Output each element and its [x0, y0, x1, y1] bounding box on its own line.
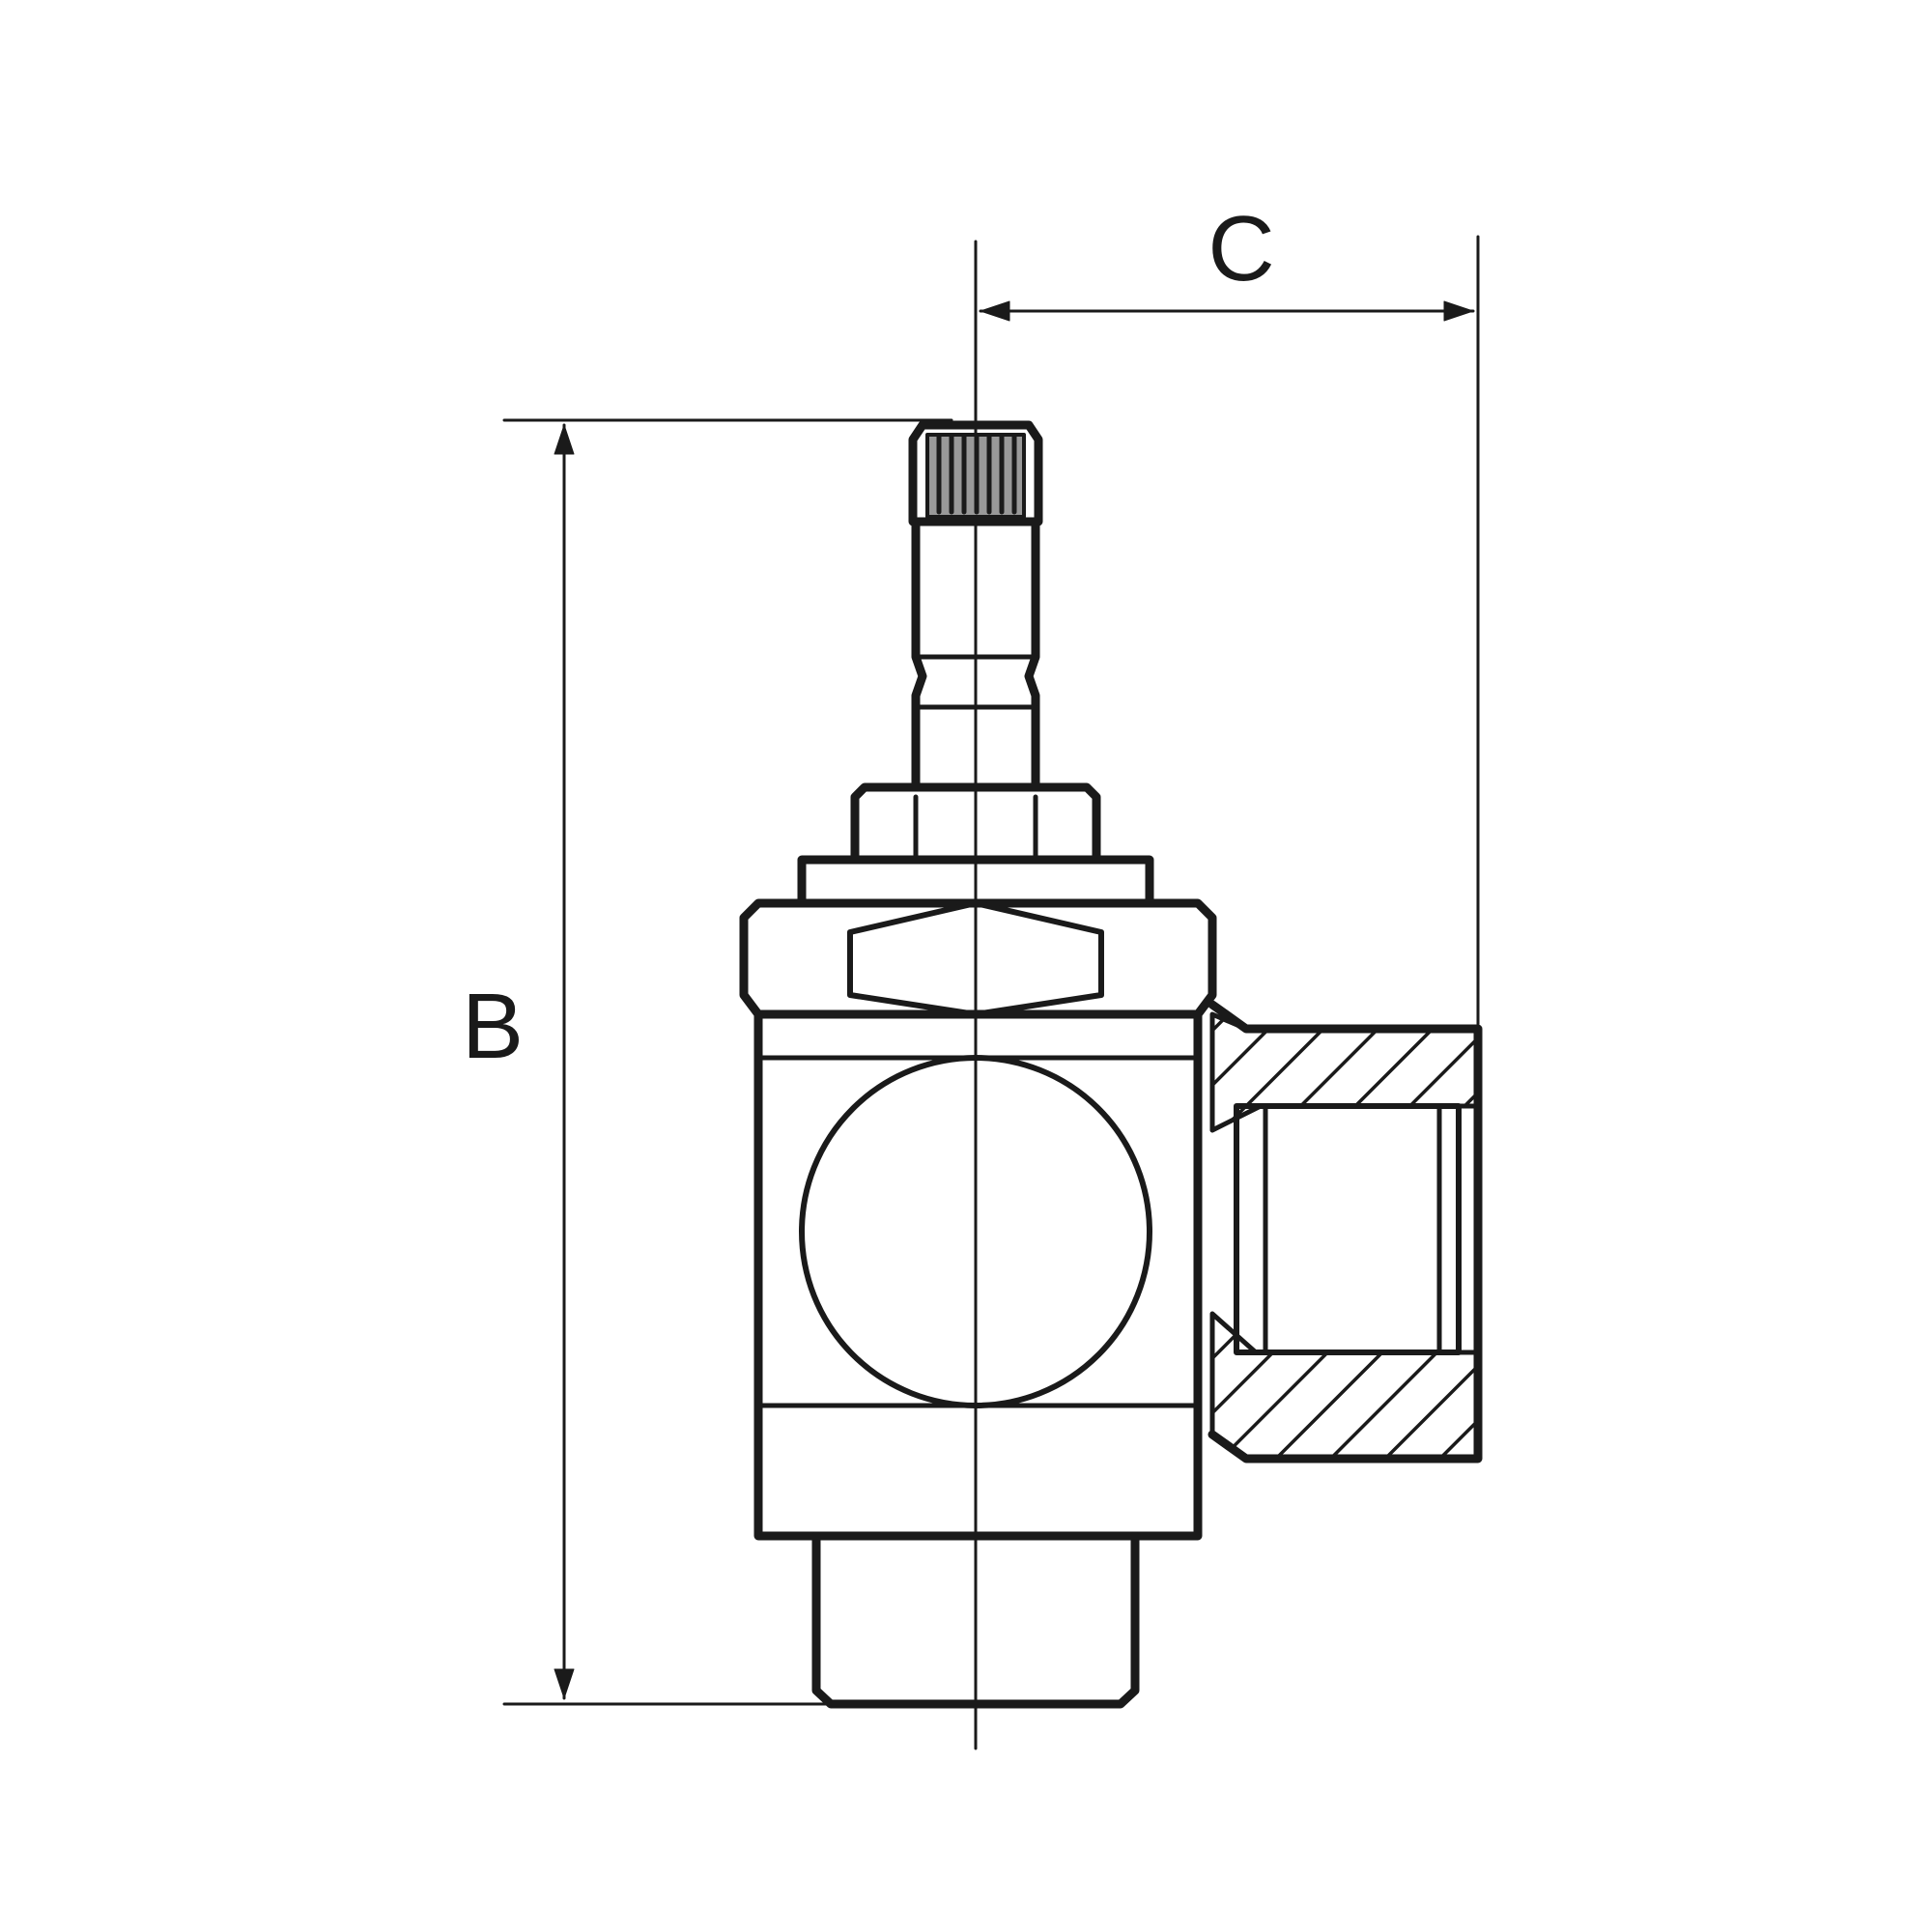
stem: [911, 517, 1040, 792]
side-port: [1208, 1000, 1483, 1463]
label-b: B: [462, 975, 524, 1078]
bottom-thread: [811, 1531, 1140, 1709]
label-c: C: [1208, 197, 1274, 300]
lock-nut: [739, 782, 1217, 1019]
dimension-b: [502, 418, 953, 1706]
valve-body: [753, 1009, 1203, 1541]
dimension-c: [974, 235, 1480, 1750]
knurled-knob: [908, 420, 1043, 526]
